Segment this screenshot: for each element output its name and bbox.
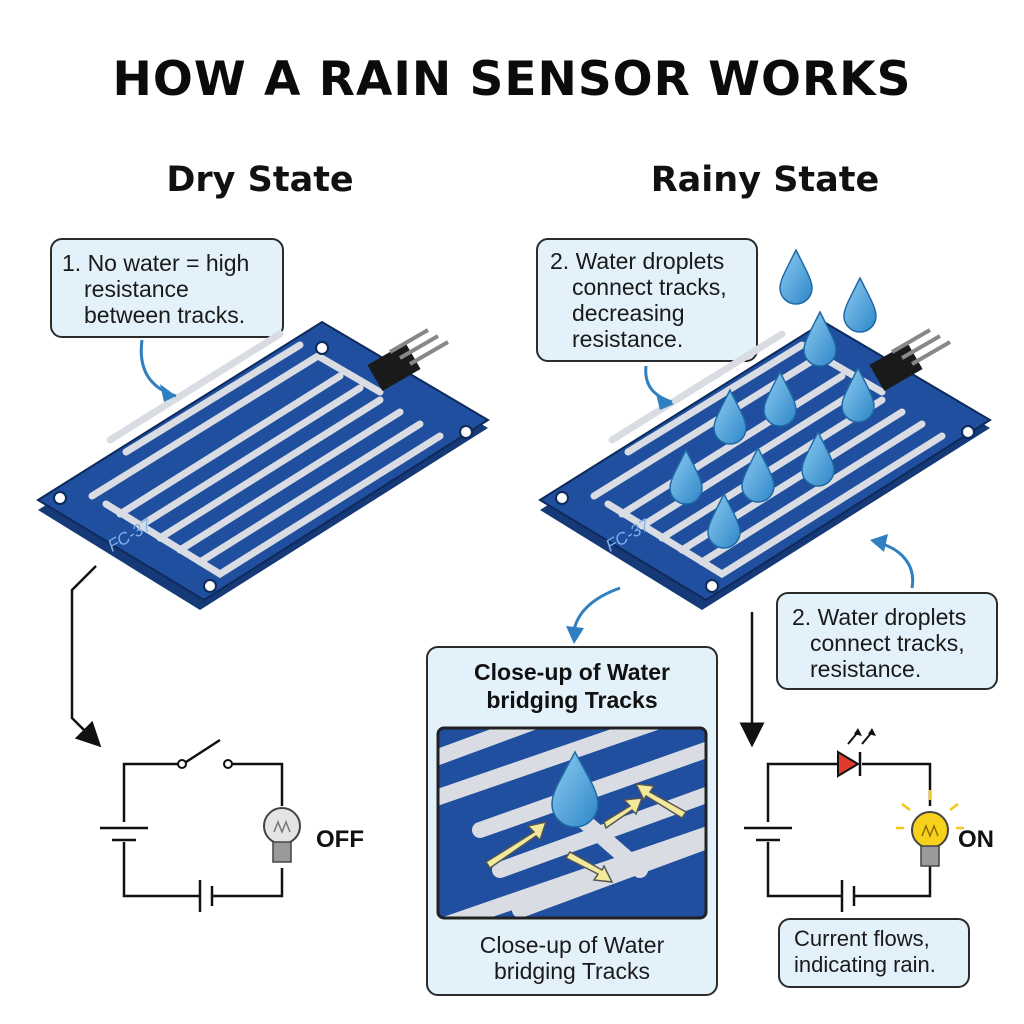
closeup-arrow	[572, 586, 621, 631]
closeup-title-line-2: bridging Tracks	[486, 687, 658, 713]
rainy-callout-line-4: resistance.	[572, 326, 684, 352]
droplet	[803, 310, 837, 367]
side-callout-arrow	[881, 542, 915, 589]
droplet	[669, 448, 703, 505]
current-arrow	[564, 851, 614, 883]
droplet	[843, 276, 877, 333]
dry-open-switch	[177, 738, 233, 769]
rainy-callout: 2. Water droplets connect tracks, decrea…	[536, 238, 758, 362]
droplet	[763, 370, 797, 427]
dry-circuit	[100, 762, 284, 912]
closeup-droplet	[551, 750, 599, 828]
droplet	[713, 388, 747, 445]
result-line-1: Current flows,	[794, 926, 930, 951]
rainy-callout-line-1: 2. Water droplets	[550, 248, 725, 274]
dry-callout-line-3: between tracks.	[84, 302, 246, 328]
rainy-side-callout: 2. Water droplets connect tracks, resist…	[776, 592, 998, 690]
bulb-off-icon	[263, 807, 301, 863]
dry-callout-line-2: resistance	[84, 276, 189, 302]
current-arrow	[634, 783, 688, 820]
dry-tracks	[88, 330, 444, 579]
result-callout: Current flows, indicating rain.	[778, 918, 970, 988]
rainy-callout-line-3: decreasing	[572, 300, 685, 326]
bulb-on-icon	[896, 790, 964, 867]
droplet	[779, 248, 813, 305]
rainy-circuit	[744, 762, 932, 912]
droplet	[841, 366, 875, 423]
closeup-arrowhead	[566, 626, 584, 644]
closeup-caption-line-2: bridging Tracks	[494, 958, 650, 984]
current-arrow	[484, 820, 548, 870]
page-title: HOW A RAIN SENSOR WORKS	[112, 52, 912, 107]
rainy-state-heading: Rainy State	[650, 160, 880, 200]
closeup-title: Close-up of Water bridging Tracks	[426, 658, 718, 714]
side-callout-line-3: resistance.	[810, 656, 922, 682]
rainy-connector-pins	[869, 328, 952, 391]
lamp-off-label: OFF	[316, 826, 364, 853]
side-callout-line-2: connect tracks,	[810, 630, 965, 656]
lamp-on-label: ON	[958, 826, 994, 853]
dry-callout-line-1: 1. No water = high	[62, 250, 250, 276]
closeup-frame	[436, 726, 708, 920]
dry-callout: 1. No water = high resistance between tr…	[50, 238, 284, 338]
closeup-caption: Close-up of Water bridging Tracks	[426, 932, 718, 984]
closeup-caption-line-1: Close-up of Water	[479, 932, 665, 958]
dry-connector-pins	[367, 328, 450, 391]
side-callout-line-1: 2. Water droplets	[792, 604, 967, 630]
water-droplets	[669, 248, 877, 549]
result-line-2: indicating rain.	[794, 952, 936, 977]
droplet	[741, 446, 775, 503]
dry-state-heading: Dry State	[166, 160, 354, 200]
closeup-image	[438, 728, 706, 918]
led-icon	[837, 728, 876, 778]
current-arrow	[603, 797, 644, 830]
side-callout-arrowhead	[870, 534, 888, 552]
dry-sensor-board	[36, 320, 490, 610]
dry-callout-arrowhead	[160, 384, 176, 402]
dry-to-circuit-arrow	[70, 565, 102, 748]
closeup-title-line-1: Close-up of Water	[474, 659, 670, 685]
droplet	[707, 492, 741, 549]
droplet	[801, 430, 835, 487]
rainy-callout-arrow	[644, 365, 673, 404]
dry-callout-arrow	[139, 339, 177, 398]
current-arrows	[484, 783, 688, 883]
rainy-callout-arrowhead	[656, 394, 674, 410]
rainy-callout-line-2: connect tracks,	[572, 274, 727, 300]
